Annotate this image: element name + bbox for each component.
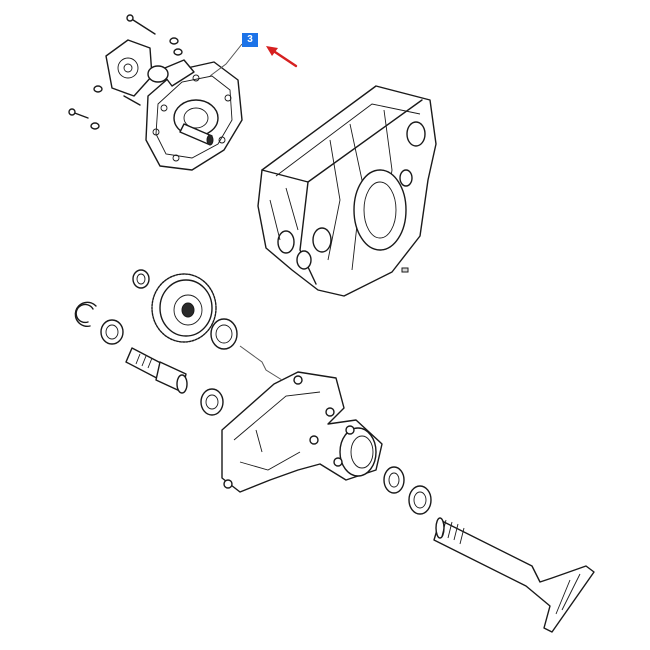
bearing-left (100, 319, 124, 345)
cover-plate-assembly[interactable] (68, 14, 243, 171)
snap-ring (74, 301, 97, 327)
flange-plate (145, 59, 243, 171)
axle-shaft[interactable] (433, 517, 595, 633)
seal-1[interactable] (383, 466, 405, 494)
bearing-right (210, 318, 238, 350)
leader-lines (209, 43, 283, 381)
small-cover-plate (105, 39, 153, 97)
bolt-left (68, 85, 141, 130)
final-drive-housing[interactable] (221, 371, 383, 493)
callout-number-badge[interactable]: 3 (242, 33, 258, 47)
small-bearing-top (132, 269, 150, 289)
bearing-lower (200, 388, 224, 416)
transmission-housing[interactable] (257, 85, 437, 297)
callout-arrow (266, 46, 298, 68)
bolt-top (126, 14, 156, 35)
large-gear (151, 273, 217, 343)
gear-shaft-assembly[interactable] (74, 269, 238, 416)
pinion-shaft (125, 347, 188, 394)
seal-2[interactable] (408, 485, 432, 515)
nut-top (169, 37, 183, 56)
cover-shaft (179, 123, 214, 146)
